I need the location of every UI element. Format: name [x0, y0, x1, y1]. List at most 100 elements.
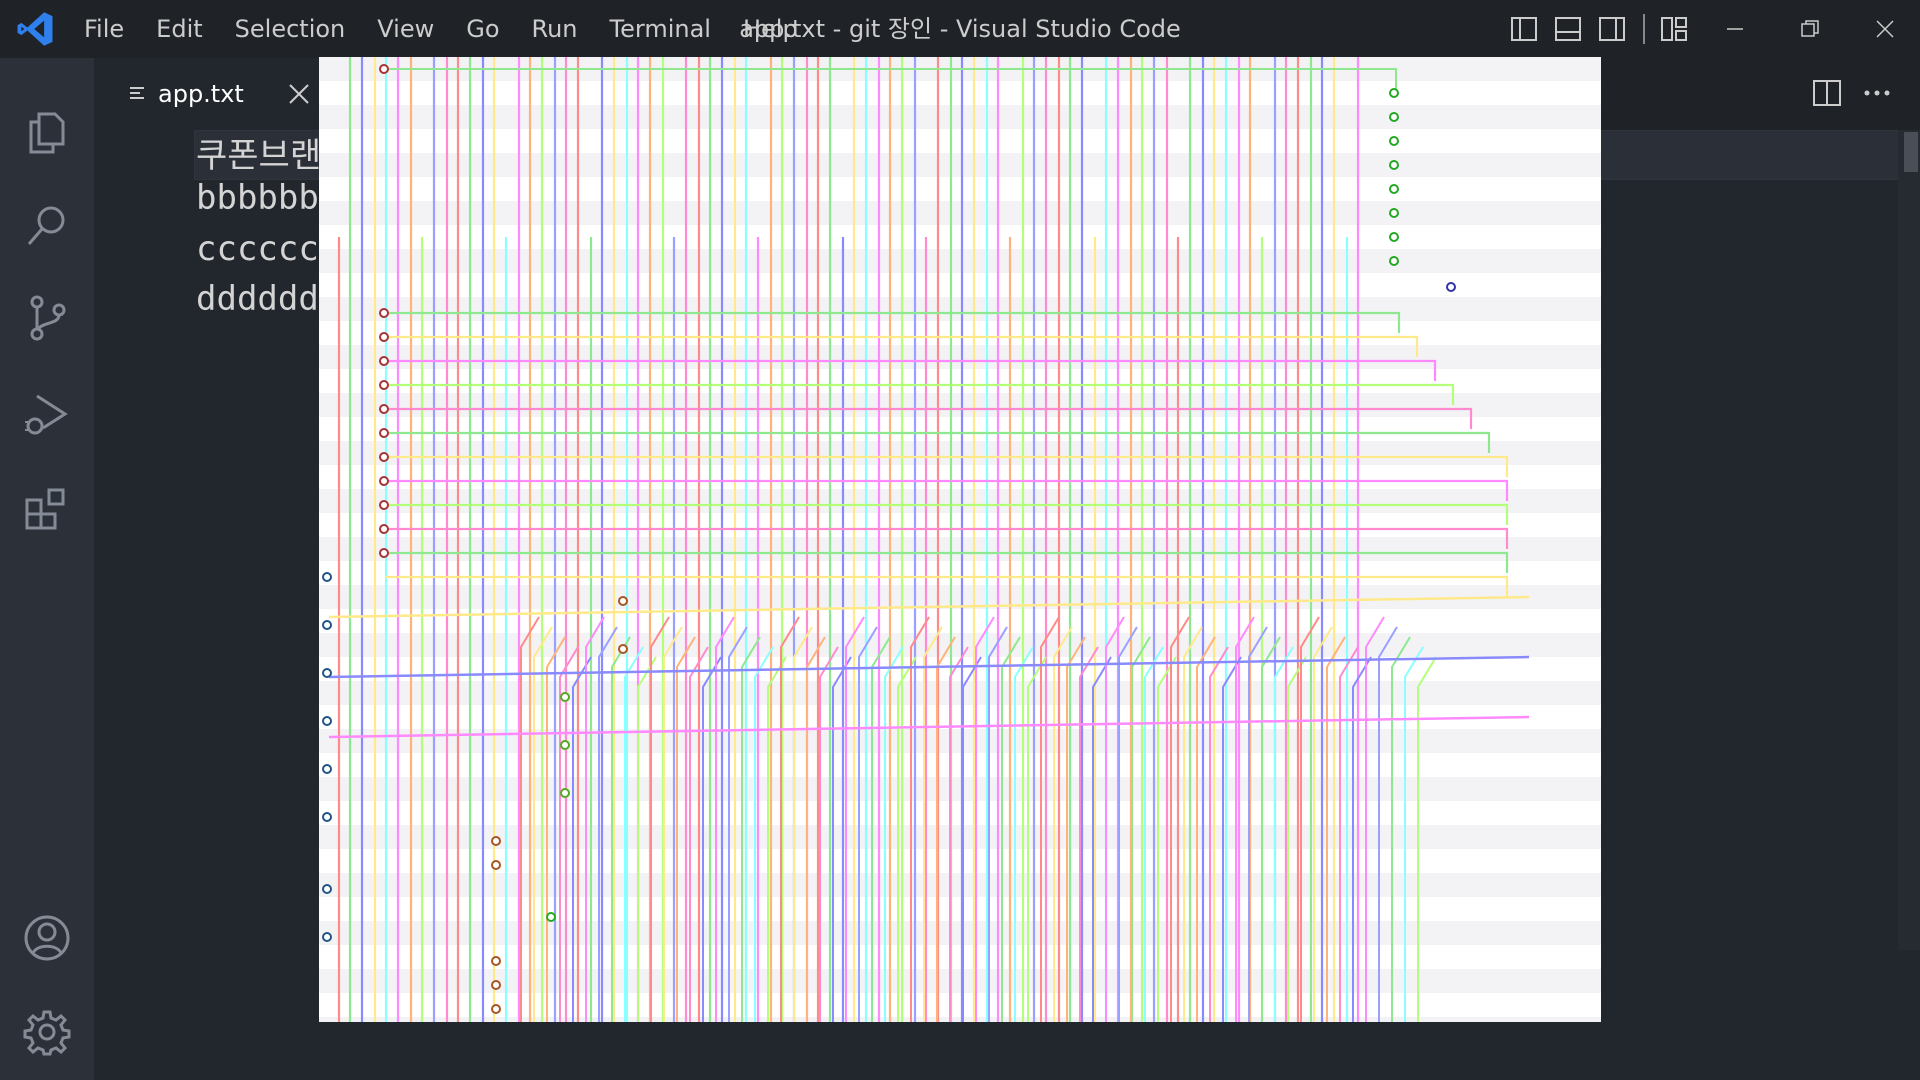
graph-lane-step — [533, 626, 553, 1022]
graph-merge-line — [328, 655, 1530, 679]
graph-branch-line — [385, 527, 1509, 549]
graph-stripe — [319, 585, 1601, 609]
graph-lane-step — [1235, 616, 1255, 1022]
graph-branch-line — [385, 68, 1397, 97]
graph-stripe — [319, 153, 1601, 177]
graph-commit-node — [491, 956, 501, 966]
menu-view[interactable]: View — [377, 15, 435, 43]
graph-commit-node — [1446, 282, 1456, 292]
graph-stripe — [319, 201, 1601, 225]
graph-commit-node — [379, 64, 389, 74]
explorer-icon — [29, 112, 65, 154]
graph-lane-step — [1118, 626, 1138, 1022]
menu-file[interactable]: File — [84, 15, 125, 43]
graph-stripe — [319, 441, 1601, 465]
graph-lane-step — [1378, 626, 1398, 1022]
more-actions-icon[interactable] — [1862, 78, 1892, 108]
settings-gear-icon — [23, 1010, 71, 1056]
graph-commit-node — [379, 404, 389, 414]
graph-branch-line — [385, 551, 1509, 573]
source-control-button[interactable] — [19, 290, 75, 346]
graph-commit-node — [379, 428, 389, 438]
editor-line-2[interactable]: bbbbbb — [196, 178, 319, 218]
manage-button[interactable] — [19, 1004, 75, 1060]
graph-lane-step — [1183, 626, 1203, 1022]
graph-lane-step — [884, 646, 904, 1022]
accounts-button[interactable] — [19, 910, 75, 966]
menu-go[interactable]: Go — [466, 15, 500, 43]
menu-terminal[interactable]: Terminal — [609, 15, 711, 43]
menu-selection[interactable]: Selection — [234, 15, 346, 43]
graph-lane-step — [923, 626, 943, 1022]
graph-commit-node — [1389, 256, 1399, 266]
graph-lane-step — [858, 626, 878, 1022]
graph-stripe — [319, 873, 1601, 897]
editor-line-4[interactable]: dddddd — [196, 279, 319, 319]
graph-lane-step — [715, 616, 735, 1022]
split-editor-icon[interactable] — [1812, 78, 1842, 108]
graph-commit-node — [322, 764, 332, 774]
graph-branch-line — [385, 407, 1473, 429]
graph-stripe — [319, 393, 1601, 417]
graph-lane-step — [689, 646, 709, 1022]
graph-lane-step — [949, 646, 969, 1022]
title-bar: File Edit Selection View Go Run Terminal… — [0, 0, 1920, 58]
graph-commit-node — [322, 932, 332, 942]
graph-stripe — [319, 633, 1601, 657]
close-tab-icon[interactable] — [288, 83, 310, 105]
graph-lane-step — [988, 626, 1008, 1022]
extensions-button[interactable] — [19, 480, 75, 536]
graph-branch-line — [385, 335, 1419, 357]
graph-stripe — [319, 1017, 1601, 1022]
toggle-panel-icon[interactable] — [1552, 13, 1584, 45]
editor-scrollbar-thumb[interactable] — [1904, 132, 1918, 172]
graph-commit-node — [491, 1004, 501, 1014]
search-icon — [27, 206, 65, 245]
editor-line-1[interactable]: 쿠폰브랜 — [196, 136, 322, 176]
graph-lane-step — [1261, 636, 1281, 1022]
graph-commit-node — [491, 860, 501, 870]
minimize-button[interactable] — [1700, 0, 1770, 58]
graph-commit-node — [618, 596, 628, 606]
graph-commit-node — [379, 332, 389, 342]
graph-lane-step — [754, 646, 774, 1022]
run-debug-icon — [25, 394, 68, 435]
graph-commit-node — [322, 620, 332, 630]
close-window-button[interactable] — [1850, 0, 1920, 58]
customize-layout-icon[interactable] — [1658, 13, 1690, 45]
graph-lane-step — [1326, 636, 1346, 1022]
graph-lane-step — [1404, 646, 1424, 1022]
toggle-secondary-sidebar-icon[interactable] — [1596, 13, 1628, 45]
explorer-button[interactable] — [19, 104, 75, 160]
git-graph-overlay-image — [319, 57, 1601, 1022]
graph-commit-node — [379, 548, 389, 558]
menu-edit[interactable]: Edit — [156, 15, 203, 43]
run-debug-button[interactable] — [19, 386, 75, 442]
editor-line-3[interactable]: cccccc — [196, 229, 319, 269]
graph-lane-step — [1365, 616, 1385, 1022]
restore-button[interactable] — [1775, 0, 1845, 58]
graph-lane-step — [793, 626, 813, 1022]
graph-commit-node — [322, 884, 332, 894]
graph-lane-step — [1040, 616, 1060, 1022]
search-button[interactable] — [19, 198, 75, 254]
graph-commit-node — [322, 716, 332, 726]
graph-stripe — [319, 825, 1601, 849]
restore-icon — [1801, 20, 1819, 37]
graph-stripe — [319, 537, 1601, 561]
graph-lane-step — [624, 646, 644, 1022]
titlebar-divider — [1643, 14, 1645, 44]
menu-run[interactable]: Run — [531, 15, 578, 43]
toggle-primary-sidebar-icon[interactable] — [1508, 13, 1540, 45]
graph-lane-step — [845, 616, 865, 1022]
graph-stripe — [319, 105, 1601, 129]
text-file-icon — [130, 87, 144, 99]
graph-commit-node — [379, 356, 389, 366]
graph-lane-step — [741, 636, 761, 1022]
graph-commit-node — [1389, 208, 1399, 218]
editor-scrollbar[interactable] — [1898, 130, 1920, 950]
menu-help[interactable]: Help — [742, 15, 798, 43]
graph-lane-step — [910, 616, 930, 1022]
tab-app-txt[interactable]: app.txt — [94, 58, 324, 130]
graph-lane-step — [728, 626, 748, 1022]
